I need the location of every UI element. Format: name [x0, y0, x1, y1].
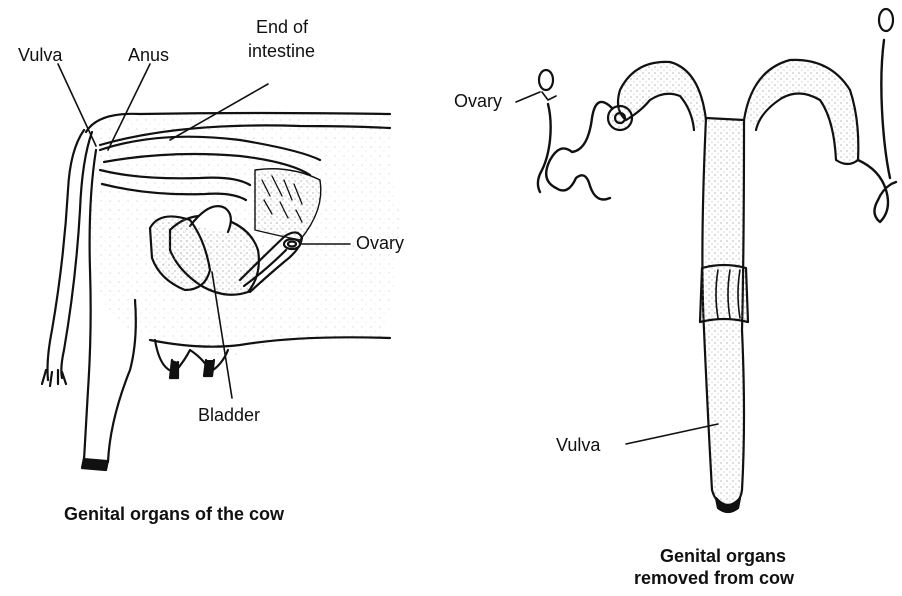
cervix — [700, 265, 748, 322]
leader-ovary-right — [516, 92, 540, 102]
label-anus: Anus — [128, 46, 169, 64]
label-end-of-intestine-2: intestine — [248, 42, 315, 60]
label-ovary-left: Ovary — [356, 234, 404, 252]
label-vulva-right: Vulva — [556, 436, 600, 454]
right-oviduct — [858, 160, 896, 222]
right-ovary-right-shape — [879, 9, 893, 31]
leader-vulva-right — [626, 424, 718, 444]
left-oviduct — [546, 102, 612, 200]
caption-right-line1: Genital organs — [660, 546, 786, 567]
label-vulva-left: Vulva — [18, 46, 62, 64]
label-bladder: Bladder — [198, 406, 260, 424]
caption-right-line2: removed from cow — [634, 568, 794, 589]
leader-vulva — [58, 64, 96, 146]
caption-left: Genital organs of the cow — [64, 504, 284, 525]
left-horn-coil — [608, 106, 632, 130]
right-ovary-left-shape — [539, 70, 553, 90]
label-ovary-right: Ovary — [454, 92, 502, 110]
label-end-of-intestine-1: End of — [256, 18, 308, 36]
